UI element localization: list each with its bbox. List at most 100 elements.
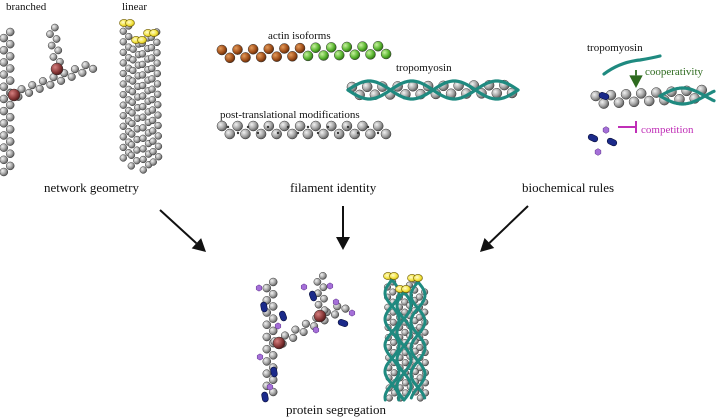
blue-binding-protein — [261, 391, 269, 403]
actin-subunit — [247, 120, 259, 132]
actin-subunit — [35, 84, 44, 93]
actin-subunit — [139, 155, 147, 164]
actin-subunit — [139, 166, 147, 174]
markers-layer — [119, 19, 643, 403]
actin-subunit — [299, 327, 308, 337]
actin-subunit — [421, 359, 429, 367]
arrow-from-filament-identity — [336, 206, 350, 250]
actin-subunit — [138, 60, 147, 69]
arp23-complex — [7, 88, 21, 102]
actin-subunit — [262, 369, 272, 378]
actin-subunit — [333, 49, 345, 61]
ptm-mark — [366, 125, 370, 129]
branched-daughter-filament — [6, 61, 98, 101]
ptm-mark — [346, 125, 350, 129]
actin-subunit — [128, 119, 136, 128]
actin-subunit — [119, 112, 127, 120]
arrow-from-network-geometry — [159, 209, 206, 252]
actin-subunit — [148, 64, 156, 73]
actin-subunit — [129, 77, 137, 85]
actin-subunit — [385, 394, 393, 402]
actin-subunit — [38, 77, 47, 86]
actin-subunit — [128, 88, 137, 96]
actin-subunit — [326, 120, 337, 132]
actin-subunit — [147, 43, 156, 52]
actin-subunit — [262, 283, 272, 293]
ptm-mark — [306, 125, 310, 129]
segregated-mother-filament — [262, 277, 278, 397]
actin-subunit — [138, 50, 147, 58]
actin-subunit — [365, 49, 376, 60]
actin-subunit — [0, 33, 9, 43]
actin-subunit — [5, 112, 15, 122]
actin-subunit — [57, 76, 66, 85]
label-post-translational-modifications: post-translational modifications — [220, 109, 360, 121]
actin-subunit — [119, 101, 127, 109]
actin-subunit — [279, 43, 290, 54]
actin-subunit — [268, 387, 278, 397]
actin-subunit — [318, 128, 329, 140]
purple-binding-protein — [602, 126, 610, 134]
actin-subunit — [314, 300, 323, 309]
actin-subunit — [271, 128, 282, 140]
actin-subunit — [318, 50, 329, 61]
actin-subunit — [28, 81, 37, 90]
purple-binding-protein — [300, 283, 308, 291]
ptm-mark — [376, 131, 380, 135]
actin-subunit — [129, 66, 137, 75]
blue-binding-protein — [606, 137, 618, 147]
actin-subunit — [325, 42, 337, 53]
actin-subunit — [129, 45, 137, 53]
label-competition: competition — [641, 124, 694, 136]
formin-cap — [143, 29, 159, 37]
arp23-complex — [272, 336, 286, 350]
actin-subunit — [52, 35, 61, 43]
actin-subunit — [0, 58, 9, 67]
actin-subunit — [129, 56, 137, 64]
actin-subunit — [372, 120, 384, 132]
ptm-mark — [246, 125, 250, 129]
actin-subunit — [268, 326, 278, 336]
actin-subunit — [81, 61, 90, 70]
formin-lobe — [125, 19, 135, 27]
actin-subunit — [268, 289, 278, 299]
actin-subunit — [491, 87, 503, 99]
actin-subunit — [119, 69, 127, 78]
actin-subunit — [46, 30, 54, 38]
arrow-head — [480, 237, 495, 252]
arrow-shaft — [159, 209, 198, 244]
actin-subunit — [139, 92, 147, 100]
actin-subunit — [119, 48, 127, 57]
filaments-layer — [0, 22, 708, 402]
actin-subunit — [25, 88, 34, 97]
bundle-tropomyosin-strands — [383, 278, 401, 402]
actin-subunit — [148, 106, 157, 114]
ptm-mark — [326, 125, 330, 129]
actin-subunit — [302, 50, 314, 62]
actin-subunit — [5, 100, 15, 110]
arrows-layer — [159, 205, 529, 252]
segregated-branched-network — [262, 272, 350, 397]
segregated-binders — [255, 282, 356, 403]
formin-cap — [119, 19, 135, 27]
ptm-mark — [276, 131, 280, 135]
bundle-filament — [415, 288, 430, 402]
actin-subunit — [139, 124, 147, 132]
actin-subunit — [294, 120, 306, 132]
actin-subunit — [148, 85, 156, 93]
label-cooperativity: cooperativity — [645, 66, 704, 78]
actin-subunit — [0, 94, 9, 104]
actin-subunit — [148, 54, 156, 62]
actin-subunit — [232, 120, 243, 132]
actin-subunit — [149, 137, 157, 145]
label-actin-isoforms: actin isoforms — [268, 30, 331, 42]
purple-binding-protein — [266, 383, 274, 391]
actin-subunit — [139, 103, 147, 111]
formin-lobe — [401, 285, 411, 293]
actin-subunit — [330, 310, 340, 319]
actin-subunit — [0, 155, 9, 165]
actin-subunit — [294, 42, 306, 54]
actin-subunit — [341, 41, 353, 53]
actin-subunit — [390, 338, 398, 347]
actin-subunit — [17, 85, 26, 94]
